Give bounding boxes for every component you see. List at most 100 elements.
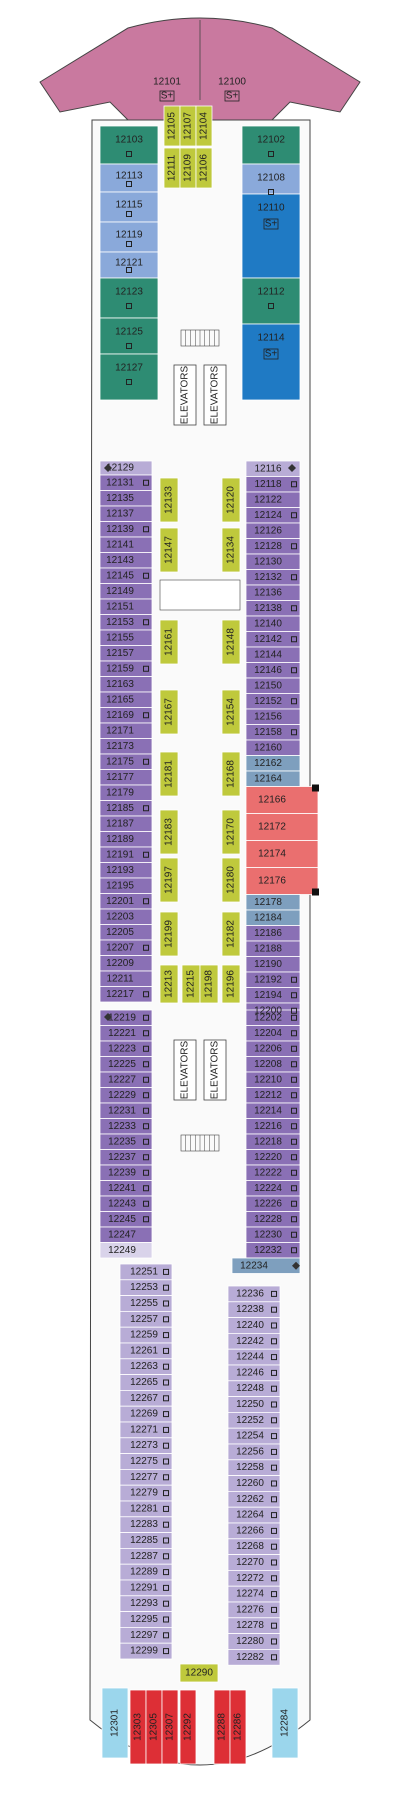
small-square-icon <box>271 1638 277 1645</box>
small-square-icon <box>143 1200 149 1207</box>
cabin-number: 12105 <box>167 112 178 140</box>
cabin-12114[interactable] <box>241 323 301 401</box>
cabin-12217[interactable] <box>99 986 153 1003</box>
cabin-12182[interactable] <box>221 911 241 957</box>
cabin-number: 12184 <box>254 912 282 923</box>
cabin-number: 12141 <box>106 539 134 550</box>
cabin-12106[interactable] <box>195 147 213 189</box>
small-square-icon <box>271 1512 277 1519</box>
cabin-12121[interactable] <box>99 251 159 279</box>
cabin-12104[interactable] <box>195 105 213 147</box>
cabin-number: 12228 <box>254 1214 282 1225</box>
cabin-number: 12103 <box>115 135 143 146</box>
cabin-number: 12108 <box>257 173 285 184</box>
cabin-12197[interactable] <box>159 857 179 903</box>
cabin-12172[interactable] <box>245 813 319 841</box>
cabin-12174[interactable] <box>245 840 319 868</box>
cabin-12166[interactable] <box>245 786 319 814</box>
cabin-12167[interactable] <box>159 689 179 735</box>
cabin-12199[interactable] <box>159 911 179 957</box>
cabin-12133[interactable] <box>159 477 179 523</box>
small-square-icon <box>291 1154 297 1161</box>
cabin-number: 12145 <box>106 570 134 581</box>
cabin-number: 12254 <box>236 1431 264 1442</box>
cabin-number: 12183 <box>164 818 175 846</box>
cabin-12147[interactable] <box>159 527 179 573</box>
cabin-number: 12253 <box>130 1282 158 1293</box>
cabin-number: 12285 <box>130 1535 158 1546</box>
cabin-12286[interactable] <box>229 1689 247 1765</box>
cabin-12127[interactable] <box>99 353 159 401</box>
cabin-12290[interactable] <box>179 1663 219 1683</box>
small-square-icon <box>143 712 149 719</box>
cabin-number: 12210 <box>254 1074 282 1085</box>
cabin-number: 12165 <box>106 694 134 705</box>
cabin-number: 12120 <box>226 486 237 514</box>
small-square-icon <box>163 1521 169 1528</box>
cabin-12123[interactable] <box>99 277 159 319</box>
small-square-icon <box>143 898 149 905</box>
cabin-number: 12171 <box>106 725 134 736</box>
cabin-number: 12239 <box>108 1167 136 1178</box>
cabin-12161[interactable] <box>159 619 179 665</box>
cabin-12307[interactable] <box>161 1689 179 1765</box>
cabin-12213[interactable] <box>159 964 179 1004</box>
cabin-12249[interactable] <box>99 1242 153 1259</box>
cabin-number: 12265 <box>130 1377 158 1388</box>
cabin-12120[interactable] <box>221 477 241 523</box>
cabin-12168[interactable] <box>221 751 241 797</box>
cabin-12170[interactable] <box>221 809 241 855</box>
small-square-icon <box>163 1505 169 1512</box>
small-square-icon <box>126 211 132 217</box>
small-square-icon <box>291 636 297 643</box>
cabin-12181[interactable] <box>159 751 179 797</box>
cabin-12112[interactable] <box>241 277 301 325</box>
cabin-number: 12148 <box>226 628 237 656</box>
small-square-icon <box>291 605 297 612</box>
small-square-icon <box>271 1385 277 1392</box>
cabin-number: 12122 <box>254 494 282 505</box>
cabin-12284[interactable] <box>271 1687 299 1759</box>
small-square-icon <box>291 1014 297 1021</box>
cabin-number: 12147 <box>164 536 175 564</box>
cabin-12196[interactable] <box>221 964 241 1004</box>
small-square-icon <box>163 1332 169 1339</box>
cabin-number: 12133 <box>164 486 175 514</box>
cabin-12103[interactable] <box>99 125 159 165</box>
cabin-number: 12229 <box>108 1090 136 1101</box>
cabin-number: 12178 <box>254 897 282 908</box>
cabin-12299[interactable] <box>119 1642 173 1660</box>
cabin-12110[interactable] <box>241 193 301 279</box>
cabin-number: 12192 <box>254 974 282 985</box>
small-square-icon <box>163 1537 169 1544</box>
cabin-number: 12214 <box>254 1105 282 1116</box>
cabin-12134[interactable] <box>221 527 241 573</box>
cabin-12180[interactable] <box>221 857 241 903</box>
cabin-number: 12113 <box>115 171 143 182</box>
small-square-icon <box>126 181 132 187</box>
cabin-number: 12161 <box>164 628 175 656</box>
cabin-12282[interactable] <box>227 1649 281 1666</box>
small-square-icon <box>143 1045 149 1052</box>
small-square-icon <box>163 1553 169 1560</box>
cabin-12183[interactable] <box>159 809 179 855</box>
cabin-number: 12149 <box>106 586 134 597</box>
cabin-12301[interactable] <box>101 1687 129 1759</box>
cabin-12113[interactable] <box>99 163 159 193</box>
cabin-number: 12305 <box>149 1713 160 1741</box>
cabin-12176[interactable] <box>245 867 319 895</box>
suite-badge-icon: S+ <box>224 91 240 102</box>
cabin-number: 12270 <box>236 1557 264 1568</box>
cabin-number: 12275 <box>130 1456 158 1467</box>
cabin-number: 12234 <box>240 1260 268 1271</box>
small-square-icon <box>163 1632 169 1639</box>
cabin-12148[interactable] <box>221 619 241 665</box>
lifeboat-marker-icon <box>312 784 319 792</box>
cabin-12198[interactable] <box>199 964 219 1004</box>
cabin-12154[interactable] <box>221 689 241 735</box>
cabin-12292[interactable] <box>179 1689 197 1765</box>
cabin-number: 12233 <box>108 1121 136 1132</box>
cabin-number: 12128 <box>254 541 282 552</box>
small-square-icon <box>291 729 297 736</box>
suite-badge-label: S+ <box>265 349 278 360</box>
